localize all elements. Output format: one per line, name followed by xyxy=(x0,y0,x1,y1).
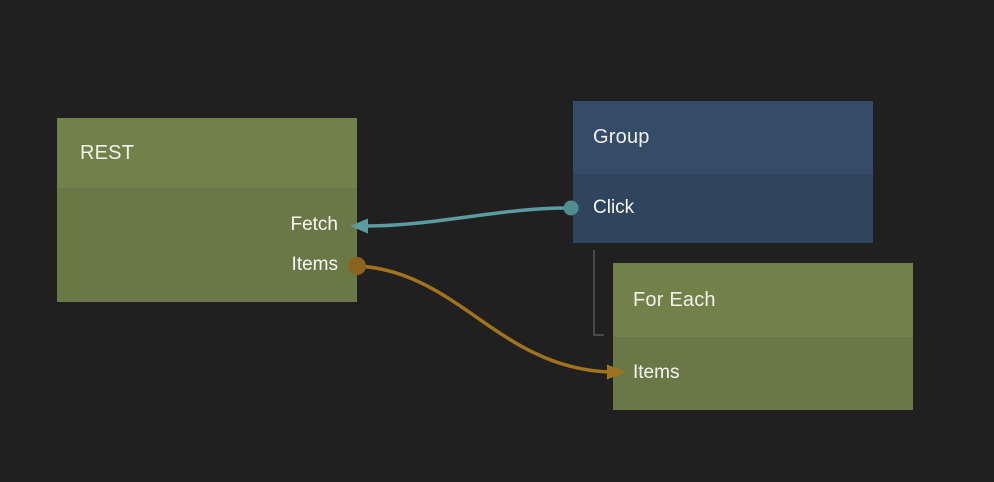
node-rest-body: Fetch Items xyxy=(57,188,357,302)
node-foreach-body: Items xyxy=(613,337,913,410)
node-rest-title: REST xyxy=(80,141,135,164)
node-group-header[interactable]: Group xyxy=(573,101,873,174)
port-rest-fetch[interactable]: Fetch xyxy=(57,205,357,245)
node-foreach[interactable]: For Each Items xyxy=(613,263,913,410)
group-foreach-link-line xyxy=(593,250,604,336)
node-foreach-title: For Each xyxy=(633,288,716,311)
port-foreach-items[interactable]: Items xyxy=(613,353,913,393)
node-group[interactable]: Group Click xyxy=(573,101,873,243)
port-rest-items-label: Items xyxy=(291,254,338,275)
port-rest-items[interactable]: Items xyxy=(57,245,357,285)
wire-click-to-fetch[interactable] xyxy=(364,206,573,228)
node-rest[interactable]: REST Fetch Items xyxy=(57,118,357,302)
node-rest-header[interactable]: REST xyxy=(57,118,357,188)
wire-items-to-items[interactable] xyxy=(355,264,610,374)
node-group-title: Group xyxy=(593,126,650,148)
port-group-click-label: Click xyxy=(593,197,635,218)
node-group-body: Click xyxy=(573,174,873,243)
node-foreach-header[interactable]: For Each xyxy=(613,263,913,337)
port-foreach-items-label: Items xyxy=(633,362,680,383)
port-group-click[interactable]: Click xyxy=(573,188,873,228)
port-rest-fetch-label: Fetch xyxy=(290,214,338,235)
